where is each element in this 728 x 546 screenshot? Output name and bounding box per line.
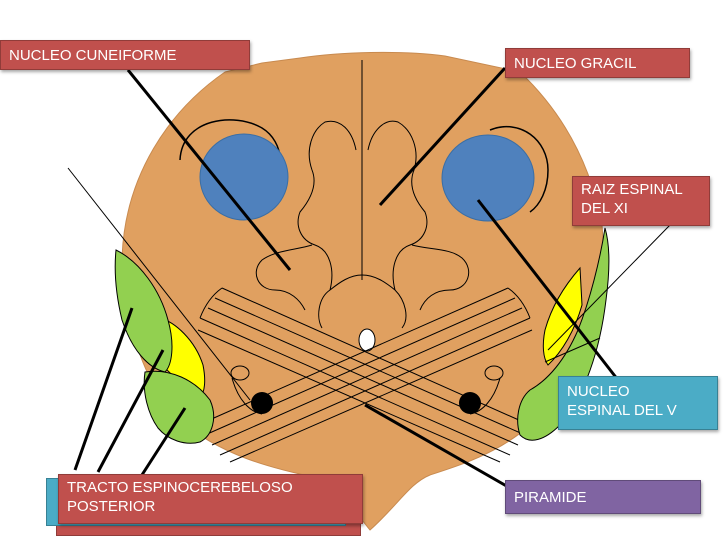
right-green-tract	[517, 227, 610, 441]
label-nucleo-espinal: NUCLEO ESPINAL DEL V	[558, 376, 718, 430]
label-nucleo-gracil: NUCLEO GRACIL	[505, 48, 690, 78]
gracile-nucleus	[441, 134, 535, 222]
pointer-tracto-1	[73, 307, 134, 471]
gracile-outline	[489, 125, 549, 213]
pointer-gracil	[378, 66, 507, 207]
left-lower-green-tract	[143, 370, 215, 444]
cuneate-nucleus	[199, 133, 289, 221]
label-raiz-espinal: RAIZ ESPINAL DEL XI	[572, 176, 710, 226]
label-piramide: PIRAMIDE	[505, 480, 701, 514]
pointer-raiz-espinal	[547, 224, 671, 351]
label-tracto-espinocerebeloso: TRACTO ESPINOCEREBELOSO POSTERIOR	[58, 474, 363, 524]
pointer-tracto-3	[138, 407, 187, 479]
label-nucleo-cuneiforme-text: NUCLEO CUNEIFORME	[9, 47, 177, 64]
label-raiz-espinal-line2: DEL XI	[581, 200, 628, 217]
left-black-dot	[251, 392, 273, 414]
right-dot-arc	[469, 377, 501, 415]
pointer-tracto-thin	[67, 167, 251, 401]
pointer-piramide	[364, 403, 511, 490]
label-raiz-espinal-line1: RAIZ ESPINAL	[581, 181, 683, 198]
label-nucleo-espinal-line1: NUCLEO	[567, 383, 630, 400]
label-tracto-line1: TRACTO ESPINOCEREBELOSO	[67, 479, 293, 496]
left-dot-arc	[231, 377, 263, 415]
pointer-tracto-2	[96, 349, 165, 473]
right-yellow-tract	[542, 266, 583, 366]
medulla-section	[121, 51, 604, 531]
gray-matter-outline	[255, 120, 470, 329]
label-nucleo-cuneiforme: NUCLEO CUNEIFORME	[0, 40, 250, 70]
central-canal	[358, 328, 376, 352]
right-black-dot	[459, 392, 481, 414]
pointer-nucleo-espinal	[476, 199, 620, 381]
left-small-nucleus	[230, 365, 250, 381]
label-piramide-text: PIRAMIDE	[514, 489, 587, 506]
label-nucleo-espinal-line2: ESPINAL DEL V	[567, 402, 677, 419]
pointer-cuneiforme	[126, 69, 292, 271]
label-nucleo-gracil-text: NUCLEO GRACIL	[514, 55, 637, 72]
label-tracto-line2: POSTERIOR	[67, 498, 156, 515]
right-tract-divider	[544, 337, 601, 363]
right-small-nucleus	[484, 365, 504, 381]
